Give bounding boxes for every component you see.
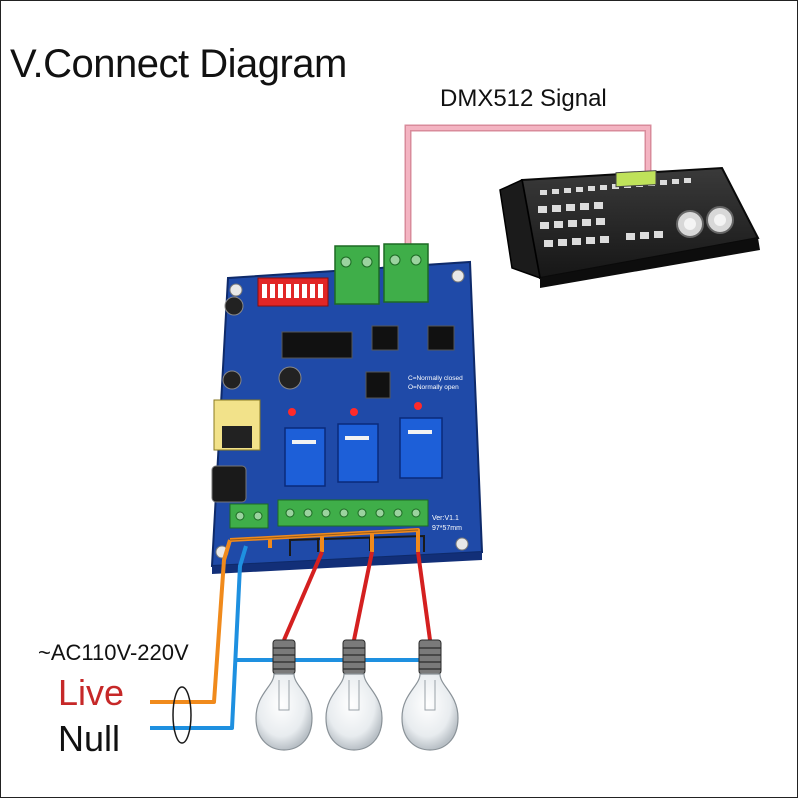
light-bulb-icon	[401, 639, 459, 751]
board-version: Ver:V1.1	[432, 515, 459, 522]
cable-clamp-icon	[172, 686, 192, 744]
diagram-title: V.Connect Diagram	[10, 42, 347, 86]
relay-board-icon	[210, 243, 484, 574]
live-label: Live	[58, 672, 125, 713]
light-bulb-icon	[255, 639, 313, 751]
silkscreen-line-1: C=Normally closed	[408, 375, 463, 382]
null-wire	[150, 545, 432, 730]
dmx-signal-label: DMX512 Signal	[440, 85, 607, 112]
load-wire	[282, 551, 432, 641]
voltage-label: ~AC110V-220V	[38, 640, 189, 665]
dmx-signal-wire	[404, 124, 652, 262]
null-label: Null	[58, 718, 121, 759]
light-bulb-icon	[325, 639, 383, 751]
board-size: 97*57mm	[432, 525, 462, 532]
silkscreen-line-2: O=Normally open	[408, 384, 459, 391]
dmx-controller-icon	[499, 166, 760, 288]
live-wire	[150, 528, 420, 704]
